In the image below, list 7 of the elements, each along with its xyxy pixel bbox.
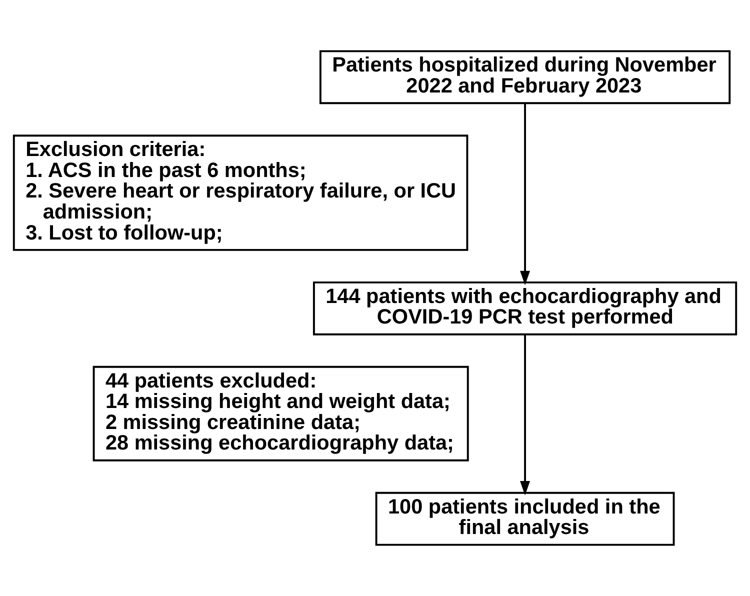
node-box: 100 patients included in the final analysis: [375, 492, 675, 546]
node-box: Exclusion criteria: 1. ACS in the past 6 months; 2. Severe heart or respiratory failure, or ICU admission; 3. Lost to follow-up;: [12, 134, 468, 251]
arrow: [520, 103, 530, 286]
node-box: 44 patients excluded: 14 missing height and weight data; 2 missing creatinine data; 28 missing echocardiography data;: [92, 366, 469, 462]
arrow: [520, 334, 530, 496]
node-box: Patients hospitalized during November 2022 and February 2023: [319, 50, 731, 104]
node-box: 144 patients with echocardiography and COVID-19 PCR test performed: [312, 281, 738, 336]
